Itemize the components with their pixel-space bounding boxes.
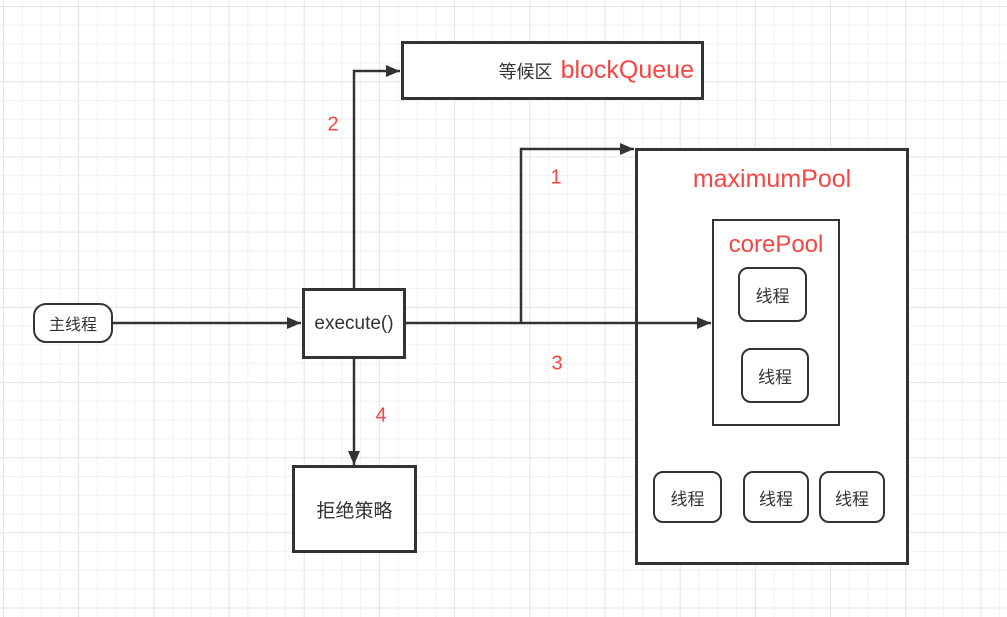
execute-node: execute() bbox=[302, 288, 406, 359]
edge-step1-to-maximumpool bbox=[519, 143, 634, 323]
pool-thread-node-3: 线程 bbox=[819, 471, 885, 523]
execute-label: execute() bbox=[314, 312, 394, 334]
reject-policy-label: 拒绝策略 bbox=[316, 500, 393, 522]
pool-thread-node-1: 线程 bbox=[653, 471, 722, 523]
core-thread-node-2: 线程 bbox=[741, 348, 809, 403]
step-label-2: 2 bbox=[327, 113, 339, 136]
block-queue-node: 等候区 blockQueue bbox=[401, 41, 704, 100]
reject-policy-node: 拒绝策略 bbox=[292, 465, 417, 553]
step-label-4: 4 bbox=[375, 404, 387, 427]
block-queue-prefix-label: 等候区 bbox=[498, 61, 553, 82]
main-thread-label: 主线程 bbox=[48, 317, 97, 334]
maximum-pool-title: maximumPool bbox=[692, 165, 852, 193]
thread-label: 线程 bbox=[759, 489, 793, 509]
pool-thread-node-2: 线程 bbox=[743, 471, 809, 523]
step-label-1: 1 bbox=[550, 166, 562, 189]
core-thread-node-1: 线程 bbox=[738, 267, 807, 322]
thread-label: 线程 bbox=[758, 368, 792, 387]
thread-label: 线程 bbox=[755, 287, 790, 306]
block-queue-name-label: blockQueue bbox=[560, 56, 694, 84]
step-label-3: 3 bbox=[551, 352, 563, 375]
thread-label: 线程 bbox=[670, 489, 705, 509]
core-pool-title: corePool bbox=[728, 231, 824, 258]
edge-step2-to-blockqueue bbox=[352, 65, 400, 288]
thread-label: 线程 bbox=[835, 489, 869, 509]
main-thread-node: 主线程 bbox=[33, 303, 113, 343]
